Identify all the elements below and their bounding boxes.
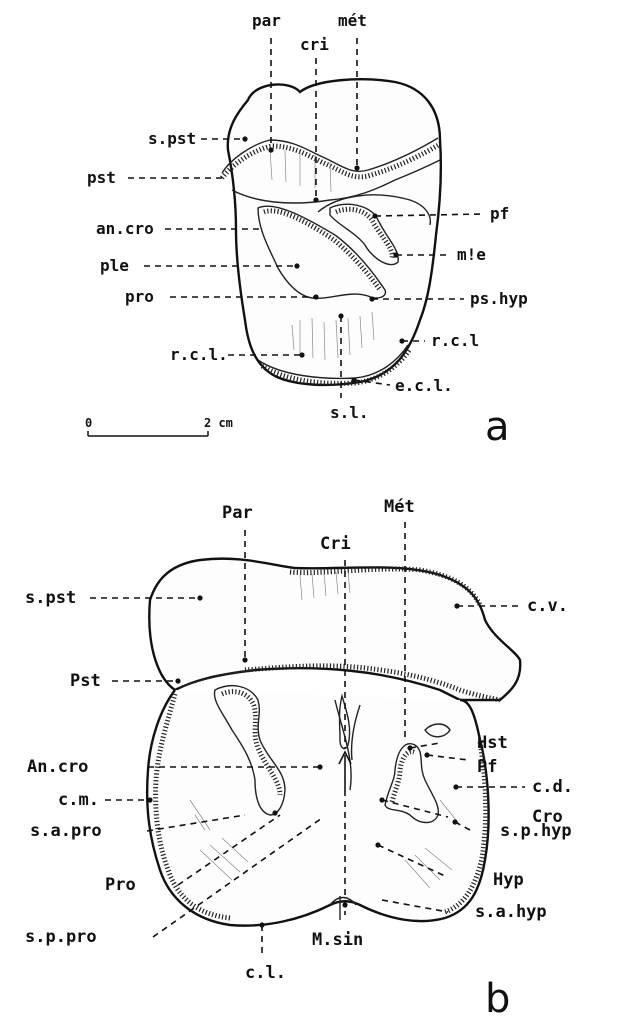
label-a-par: par xyxy=(252,11,281,30)
label-a-ple: ple xyxy=(100,256,129,275)
label-a-s-l: s.l. xyxy=(330,403,369,422)
label-a-r-c-l-right: r.c.l xyxy=(431,331,479,350)
tooth-a-outline xyxy=(228,79,441,385)
label-a-e-c-l: e.c.l. xyxy=(395,376,453,395)
label-a-ps-hyp: ps.hyp xyxy=(470,289,528,308)
label-b-c-l: c.l. xyxy=(245,963,286,983)
label-b-s-pst: s.pst xyxy=(25,588,76,608)
label-a-pst: pst xyxy=(87,168,116,187)
label-b-c-v: c.v. xyxy=(527,596,568,616)
label-b-An-cro: An.cro xyxy=(27,757,88,777)
panel-letter-a: a xyxy=(485,404,510,450)
label-b-s-p-hyp: s.p.hyp xyxy=(500,821,572,841)
label-b-Pf: Pf xyxy=(477,757,497,777)
label-a-an-cro: an.cro xyxy=(96,219,154,238)
figure-a: par cri mét s.pst pst an.cro ple pro pf … xyxy=(85,11,528,450)
label-a-cri: cri xyxy=(300,35,329,54)
label-a-mle: m!e xyxy=(457,245,486,264)
label-b-M-sin: M.sin xyxy=(312,930,363,950)
label-b-Met: Mét xyxy=(384,497,415,517)
label-b-s-a-pro: s.a.pro xyxy=(30,821,102,841)
label-b-Hyp: Hyp xyxy=(493,870,524,890)
label-a-met: mét xyxy=(338,11,367,30)
label-b-Hst: Hst xyxy=(477,733,508,753)
label-b-c-d: c.d. xyxy=(532,777,573,797)
label-a-pf: pf xyxy=(490,204,509,223)
label-a-s-pst: s.pst xyxy=(148,129,196,148)
label-a-r-c-l-left: r.c.l. xyxy=(170,345,228,364)
figure-b: Par Mét Cri s.pst c.v. Pst Hst Pf An.cro… xyxy=(25,497,573,1021)
scale-bar: 0 2 cm xyxy=(85,416,233,436)
scale-start: 0 xyxy=(85,416,92,430)
label-b-s-p-pro: s.p.pro xyxy=(25,927,97,947)
label-b-Par: Par xyxy=(222,503,253,523)
label-b-Pro: Pro xyxy=(105,875,136,895)
label-b-c-m: c.m. xyxy=(58,790,99,810)
scale-end: 2 cm xyxy=(204,416,233,430)
label-b-s-a-hyp: s.a.hyp xyxy=(475,902,547,922)
panel-letter-b: b xyxy=(485,976,510,1021)
label-a-pro: pro xyxy=(125,287,154,306)
label-b-Cri: Cri xyxy=(320,534,351,554)
label-b-Pst: Pst xyxy=(70,671,101,691)
